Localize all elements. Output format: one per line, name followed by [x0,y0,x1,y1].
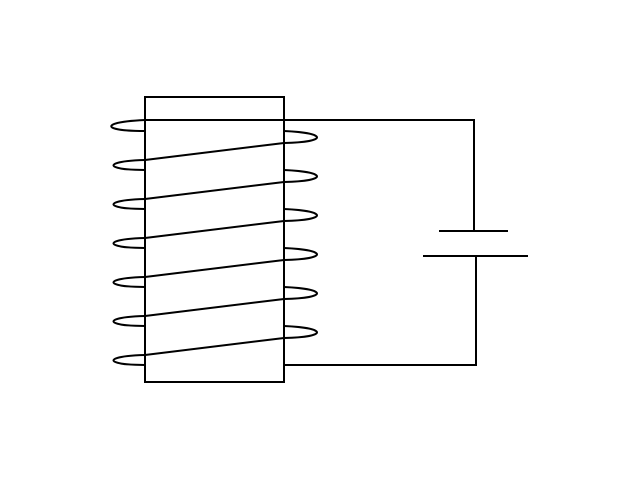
coil-loop-left [112,276,146,288]
coil-loop-right [283,325,318,339]
bottom-wire [284,256,477,366]
coil-loop-left [112,237,146,249]
coil-strand-front [144,220,285,239]
coil-loop-left [110,119,146,132]
coil-loop-right [283,169,318,183]
iron-core [144,96,285,383]
coil-strand-front [144,259,285,278]
coil-strand-front [144,337,285,356]
coil [110,119,318,366]
coil-loop-right [283,130,318,144]
coil-loop-right [283,208,318,222]
coil-loop-left [112,159,146,171]
coil-loop-left [112,198,146,210]
coil-strand-front [144,298,285,317]
coil-loop-right [283,247,318,261]
coil-loop-right [283,286,318,300]
battery [423,230,528,257]
coil-loop-left [112,315,146,327]
coil-strand-front [144,142,285,161]
coil-loop-left [112,354,146,366]
coil-strand-front [144,181,285,200]
top-wire [145,119,475,231]
